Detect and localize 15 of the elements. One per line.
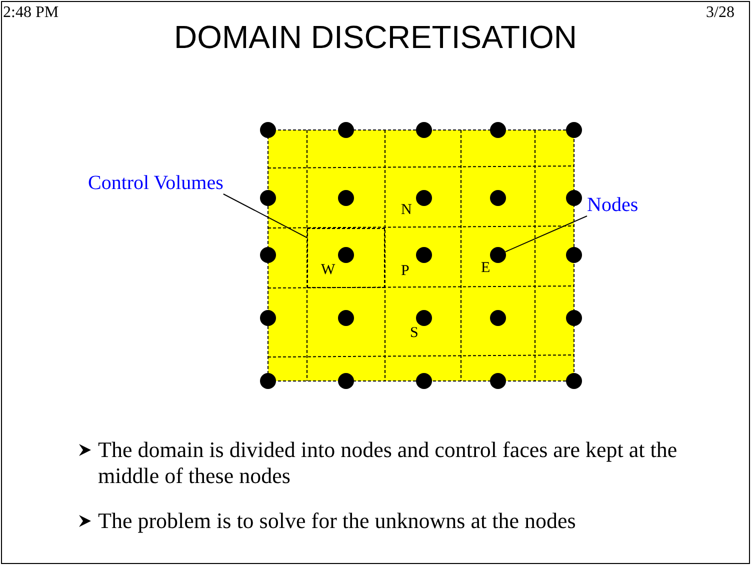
timestamp: 2:48 PM (3, 4, 59, 22)
page-number: 3/28 (706, 4, 734, 22)
leader-label: Nodes (587, 194, 638, 216)
leader-label: Control Volumes (88, 172, 224, 194)
control-volume-cell (307, 228, 385, 288)
node-letter: W (321, 262, 336, 278)
slide-title: DOMAIN DISCRETISATION (174, 19, 577, 55)
leader-line (222, 194, 308, 238)
node-letter: E (481, 260, 490, 276)
node-letter: S (410, 325, 418, 342)
bullet-text: The domain is divided into nodes and control faces are kept at the middle of these nodes (98, 437, 678, 490)
node-letter: N (401, 202, 412, 218)
node-letter: P (401, 263, 410, 280)
bullet-text: The problem is to solve for the unknowns at the nodes (98, 508, 577, 534)
leader-line (504, 216, 588, 252)
